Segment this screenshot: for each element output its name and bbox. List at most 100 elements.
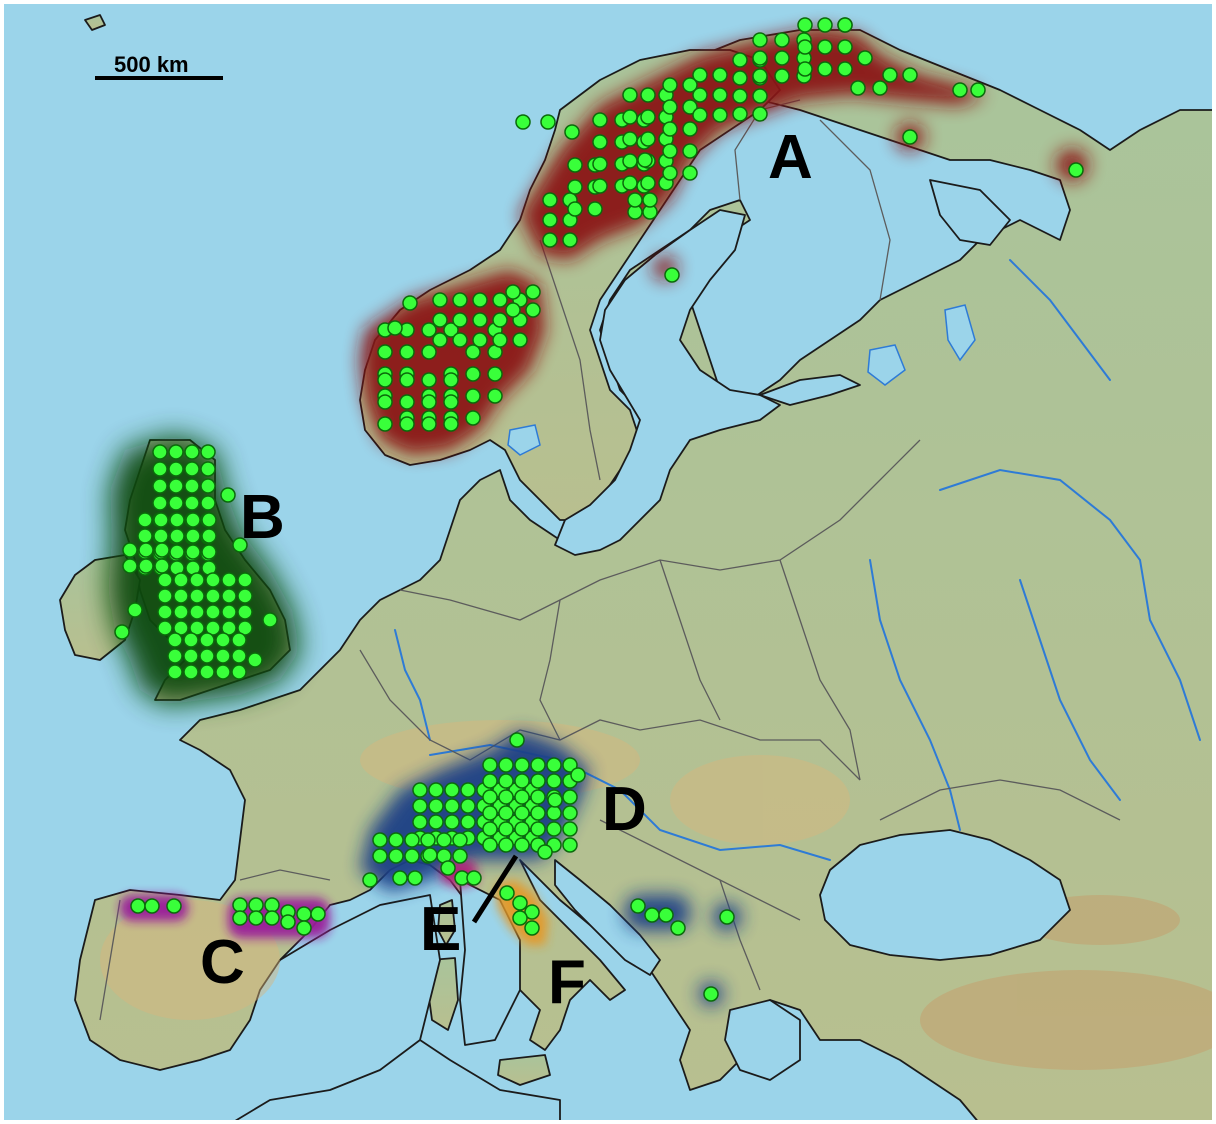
occurrence-marker: [512, 895, 528, 911]
occurrence-markers: [114, 17, 1084, 1002]
occurrence-marker: [183, 664, 199, 680]
occurrence-marker: [452, 848, 468, 864]
occurrence-marker: [167, 648, 183, 664]
occurrence-marker: [157, 604, 173, 620]
occurrence-marker: [465, 366, 481, 382]
occurrence-marker: [662, 77, 678, 93]
occurrence-marker: [460, 814, 476, 830]
inland-seas: [229, 179, 1071, 1124]
occurrence-marker: [797, 17, 813, 33]
occurrence-marker: [732, 88, 748, 104]
occurrence-marker: [546, 805, 562, 821]
occurrence-marker: [509, 732, 525, 748]
occurrence-marker: [466, 870, 482, 886]
occurrence-marker: [567, 201, 583, 217]
region-label-b: B: [240, 483, 285, 552]
occurrence-marker: [237, 604, 253, 620]
occurrence-marker: [530, 821, 546, 837]
occurrence-marker: [622, 153, 638, 169]
occurrence-marker: [817, 39, 833, 55]
occurrence-marker: [377, 344, 393, 360]
occurrence-marker: [248, 897, 264, 913]
occurrence-marker: [682, 143, 698, 159]
occurrence-marker: [221, 588, 237, 604]
occurrence-marker: [122, 542, 138, 558]
occurrence-marker: [412, 814, 428, 830]
occurrence-marker: [487, 388, 503, 404]
occurrence-marker: [514, 821, 530, 837]
region-label-d: D: [602, 775, 647, 844]
occurrence-marker: [154, 542, 170, 558]
occurrence-marker: [662, 99, 678, 115]
occurrence-marker: [399, 344, 415, 360]
occurrence-marker: [817, 17, 833, 33]
occurrence-marker: [487, 366, 503, 382]
occurrence-marker: [428, 814, 444, 830]
occurrence-marker: [201, 544, 217, 560]
occurrence-marker: [169, 544, 185, 560]
occurrence-marker: [432, 332, 448, 348]
occurrence-marker: [970, 82, 986, 98]
occurrence-marker: [498, 773, 514, 789]
occurrence-marker: [872, 80, 888, 96]
occurrence-marker: [137, 528, 153, 544]
occurrence-marker: [902, 67, 918, 83]
occurrence-marker: [183, 648, 199, 664]
occurrence-marker: [482, 837, 498, 853]
occurrence-marker: [189, 604, 205, 620]
occurrence-marker: [540, 114, 556, 130]
country-borders: [99, 99, 1121, 1021]
occurrence-marker: [138, 542, 154, 558]
occurrence-marker: [280, 914, 296, 930]
occurrence-marker: [189, 572, 205, 588]
occurrence-marker: [460, 798, 476, 814]
occurrence-marker: [498, 805, 514, 821]
occurrence-marker: [752, 88, 768, 104]
occurrence-marker: [377, 372, 393, 388]
occurrence-marker: [547, 792, 563, 808]
occurrence-marker: [421, 372, 437, 388]
occurrence-marker: [137, 512, 153, 528]
occurrence-marker: [902, 129, 918, 145]
occurrence-marker: [237, 572, 253, 588]
occurrence-marker: [232, 897, 248, 913]
occurrence-marker: [530, 805, 546, 821]
occurrence-marker: [392, 870, 408, 886]
occurrence-marker: [732, 70, 748, 86]
occurrence-marker: [882, 67, 898, 83]
river-northern-dvina: [1009, 259, 1111, 381]
occurrence-marker: [201, 512, 217, 528]
occurrence-marker: [562, 837, 578, 853]
occurrence-marker: [144, 898, 160, 914]
occurrence-marker: [199, 648, 215, 664]
lakes: [507, 304, 976, 456]
occurrence-marker: [152, 461, 168, 477]
occurrence-marker: [173, 620, 189, 636]
occurrence-marker: [388, 848, 404, 864]
occurrence-marker: [837, 17, 853, 33]
occurrence-marker: [530, 757, 546, 773]
occurrence-marker: [587, 201, 603, 217]
occurrence-marker: [173, 604, 189, 620]
occurrence-marker: [215, 648, 231, 664]
occurrence-marker: [399, 416, 415, 432]
occurrence-marker: [168, 478, 184, 494]
occurrence-marker: [264, 897, 280, 913]
lake-onega: [944, 304, 976, 362]
occurrence-marker: [512, 910, 528, 926]
occurrence-marker: [220, 487, 236, 503]
occurrence-marker: [421, 394, 437, 410]
occurrence-marker: [537, 844, 553, 860]
occurrence-marker: [465, 344, 481, 360]
occurrence-marker: [152, 478, 168, 494]
occurrence-marker: [173, 572, 189, 588]
occurrence-marker: [670, 920, 686, 936]
occurrence-marker: [412, 782, 428, 798]
occurrence-marker: [662, 143, 678, 159]
occurrence-marker: [200, 444, 216, 460]
occurrence-marker: [460, 782, 476, 798]
occurrence-marker: [221, 572, 237, 588]
occurrence-marker: [712, 87, 728, 103]
occurrence-marker: [432, 312, 448, 328]
